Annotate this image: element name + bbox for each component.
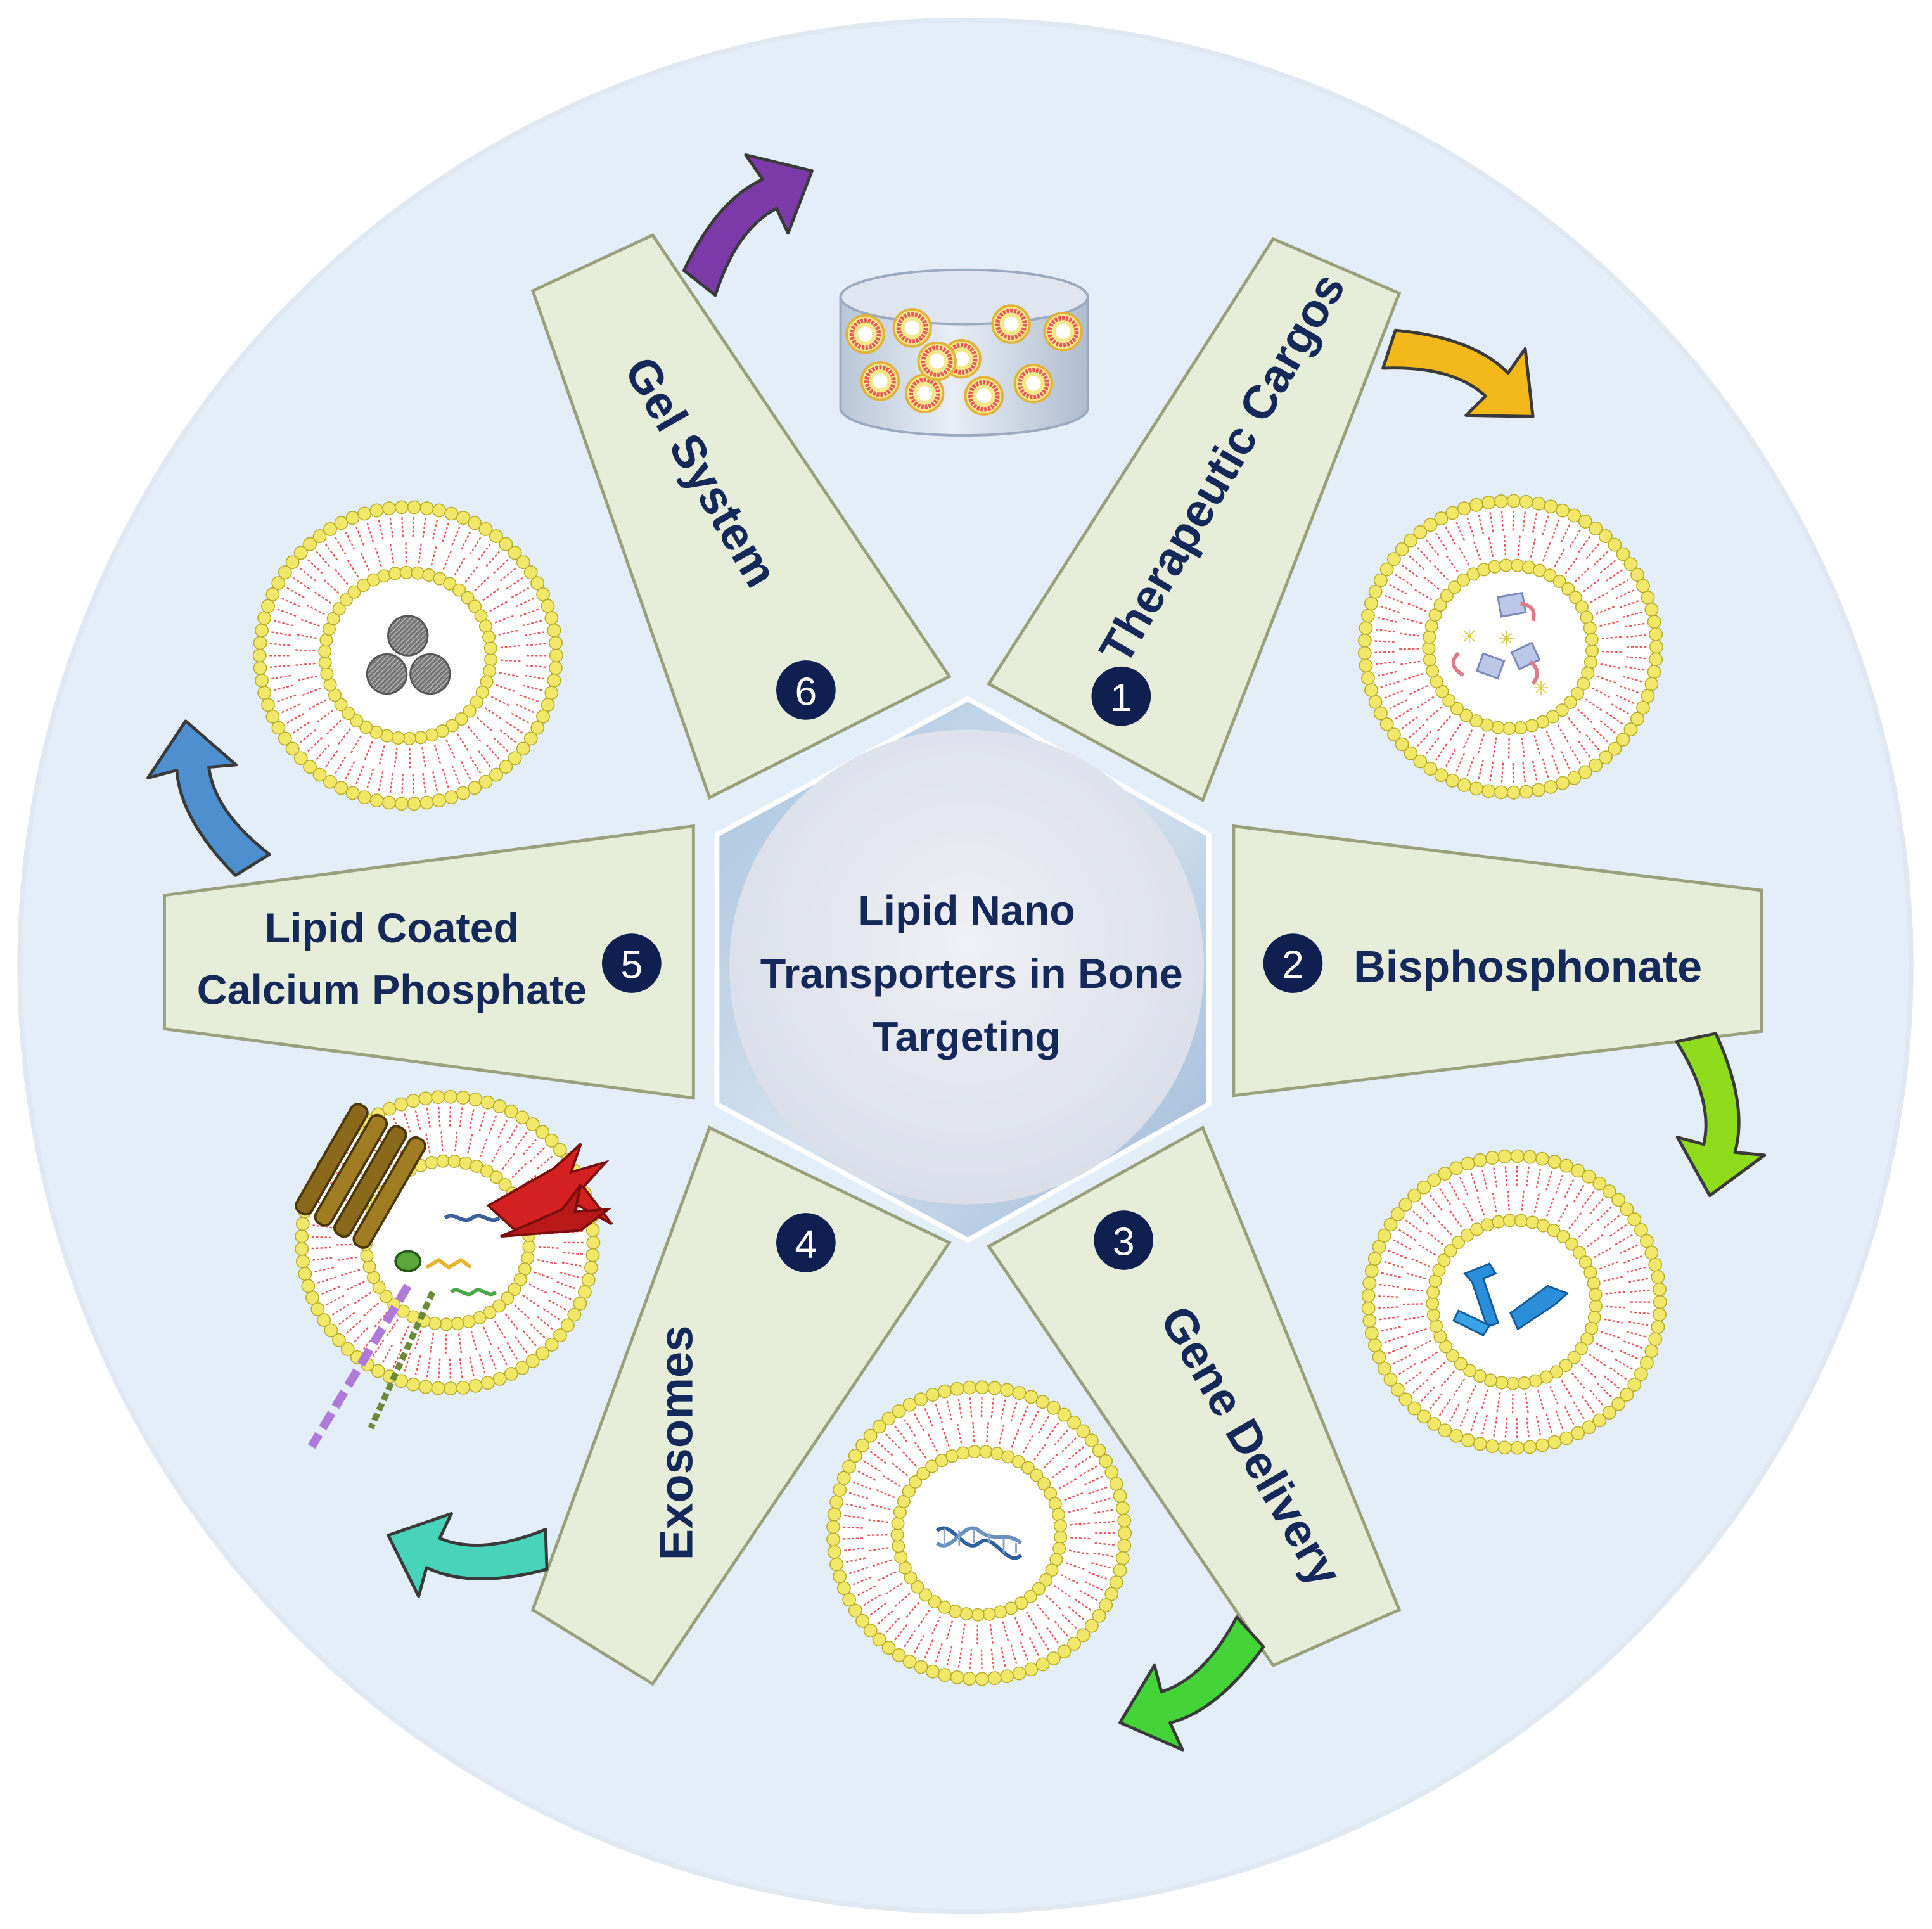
segment-5-blade [163, 824, 695, 1100]
segment-4-label: Exosomes [649, 1326, 702, 1561]
calcium-phosphate-core-icon [352, 599, 464, 712]
segment-2-arrow [1675, 1032, 1767, 1198]
dna-helix-icon [935, 1526, 1023, 1560]
svg-text:4: 4 [795, 1222, 817, 1266]
segment-3-arrow [1118, 1615, 1265, 1752]
segment-4-number-badge: 4 [776, 1213, 836, 1272]
liposome-bisphosphonate-icon [1361, 1149, 1667, 1455]
segment-1-arrow [1381, 328, 1535, 418]
segment-5-label-line-1: Lipid Coated [265, 905, 520, 952]
svg-text:6: 6 [795, 669, 817, 714]
segment-4-blade [530, 1125, 952, 1686]
svg-text:✳: ✳ [1461, 625, 1478, 648]
segment-6-arrow [682, 153, 814, 297]
segment-1-blade [987, 236, 1402, 803]
center-title-line-2: Transporters in Bone [760, 951, 1183, 997]
gel-container-icon [839, 268, 1089, 437]
bisphosphonate-molecule-icon [1452, 1262, 1570, 1337]
svg-text:5: 5 [620, 942, 643, 987]
segment-6-number-badge: 6 [776, 660, 836, 720]
segment-5-arrow [146, 719, 271, 877]
segment-2-blade [1232, 824, 1763, 1098]
center-title-line-3: Targeting [873, 1014, 1061, 1061]
svg-text:1: 1 [1110, 676, 1132, 720]
liposome-drug-cargo-icon [1357, 494, 1663, 800]
segment-5-label-line-2: Calcium Phosphate [197, 966, 587, 1013]
svg-text:✳: ✳ [1533, 677, 1549, 700]
drug-cargo-icon: ✳ ✳ ✳ [1451, 591, 1549, 700]
exosome-surface-proteins-icon [295, 1103, 613, 1449]
segment-blades [163, 233, 1763, 1686]
segment-6-blade [530, 233, 952, 800]
segment-3-number-badge: 3 [1094, 1210, 1154, 1270]
segment-2-label: Bisphosphonate [1353, 941, 1702, 991]
segment-1-number-badge: 1 [1091, 666, 1151, 726]
svg-text:✳: ✳ [1498, 628, 1514, 651]
svg-text:2: 2 [1282, 942, 1304, 987]
center-circle [729, 729, 1205, 1205]
transition-arrows [146, 153, 1767, 1752]
segment-4-arrow [387, 1511, 549, 1598]
segment-3-blade [987, 1125, 1402, 1668]
segment-2-number-badge: 2 [1263, 933, 1323, 993]
liposome-dna-icon [826, 1380, 1132, 1686]
svg-text:3: 3 [1113, 1219, 1135, 1264]
center-title-line-1: Lipid Nano [858, 888, 1075, 935]
segment-5-number-badge: 5 [602, 933, 662, 993]
